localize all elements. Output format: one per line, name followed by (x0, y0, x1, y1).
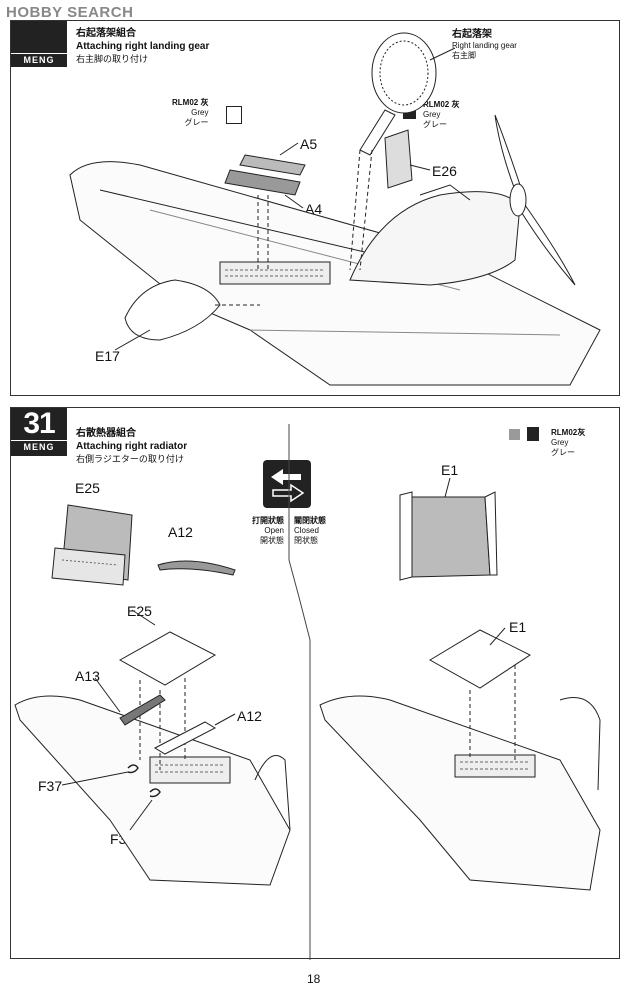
closed-en: Closed (294, 526, 319, 535)
landing-gear-callout: 右起落架 Right landing gear 右主脚 (452, 28, 517, 61)
paint-brush-icon (226, 106, 242, 124)
closed-cn: 關閉狀態 (294, 516, 326, 525)
callout-en: Right landing gear (452, 41, 517, 50)
step-31-panel (10, 407, 620, 959)
paint1-en: Grey (191, 108, 209, 117)
watermark: HOBBY SEARCH (6, 4, 133, 21)
paint-callout-2: RLM02 灰 Grey グレー (423, 100, 459, 130)
part-label: F37 (38, 778, 63, 794)
paint2-en: Grey (423, 110, 441, 119)
open-jp: 開状態 (260, 536, 284, 545)
part-label: A13 (75, 668, 100, 684)
part-label: A4 (305, 201, 323, 217)
page-number: 18 (307, 972, 321, 986)
part-label: A12 (168, 524, 193, 540)
paint2-code: RLM02 灰 (423, 100, 460, 109)
callout-cn: 右起落架 (452, 29, 492, 40)
grey-swatch (509, 429, 520, 440)
paint31-code: RLM02灰 (551, 428, 586, 437)
step-31-badge: 31 MENG (11, 408, 67, 456)
paint-brush-icon (403, 104, 416, 119)
part-label: A12 (237, 708, 262, 724)
step-31-brand: MENG (11, 440, 67, 453)
step-30-title-cn: 右起落架組合 (76, 28, 136, 39)
paint1-jp: グレー (184, 118, 209, 127)
paint31-en: Grey (551, 438, 569, 447)
part-label: E25 (127, 603, 152, 619)
closed-state-label: 關閉狀態 Closed 閉状態 (294, 516, 326, 546)
step-30-title-en: Attaching right landing gear (76, 41, 210, 52)
paint2-jp: グレー (423, 120, 447, 129)
open-state-label: 打開狀態 Open 開状態 (238, 516, 284, 546)
part-label: A5 (300, 136, 318, 152)
step-30-brand: MENG (11, 53, 67, 66)
paint-callout-1: RLM02 灰 Grey グレー (172, 98, 208, 128)
step-30-title-jp: 右主脚の取り付け (76, 54, 149, 64)
part-label: E25 (75, 480, 100, 496)
open-en: Open (264, 526, 284, 535)
paint-callout-31: RLM02灰 Grey グレー (551, 428, 585, 458)
open-closed-icon (263, 460, 311, 508)
callout-jp: 右主脚 (452, 51, 476, 60)
paint31-jp: グレー (551, 448, 575, 457)
open-cn: 打開狀態 (252, 516, 284, 525)
step-31-title: 右散熱器組合 Attaching right radiator 右側ラジエターの… (76, 427, 187, 465)
step-30-badge: MENG (11, 21, 67, 67)
paint1-code: RLM02 灰 (172, 98, 209, 107)
part-label: E1 (509, 619, 527, 635)
step-31-title-jp: 右側ラジエターの取り付け (76, 454, 184, 464)
part-label: E17 (95, 348, 120, 364)
closed-jp: 閉状態 (294, 536, 318, 545)
part-label: F36 (110, 831, 135, 847)
step-31-title-en: Attaching right radiator (76, 441, 188, 452)
step-30-title: 右起落架組合 Attaching right landing gear 右主脚の… (76, 27, 209, 65)
step-31-number: 31 (23, 407, 55, 440)
part-label: E1 (441, 462, 459, 478)
watermark-text: HOBBY SEARCH (6, 4, 134, 21)
step-31-title-cn: 右散熱器組合 (76, 428, 136, 439)
paint-brush-icon (527, 427, 539, 441)
part-label: E26 (432, 163, 457, 179)
